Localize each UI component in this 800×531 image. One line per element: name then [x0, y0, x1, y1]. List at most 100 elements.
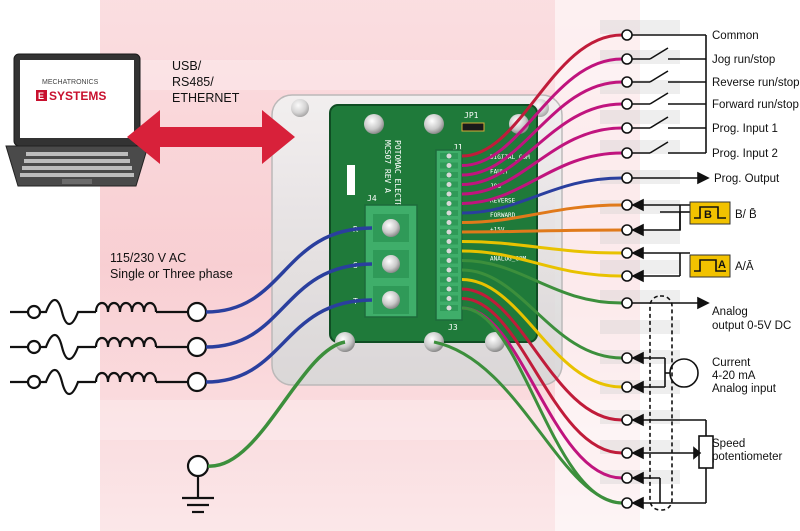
signal-wire: [461, 297, 623, 455]
arrow-right-icon: [697, 296, 710, 310]
signal-wire: [461, 228, 623, 234]
io-terminal-icon: [621, 270, 633, 282]
io-terminal-icon: [621, 147, 633, 159]
screw-icon: [364, 114, 384, 134]
signal-wire: [461, 259, 623, 305]
inductor-icon: [94, 371, 158, 383]
screw-icon: [424, 114, 444, 134]
io-terminal-icon: [621, 29, 633, 41]
label-analog-out-2: output 0-5V DC: [712, 320, 791, 332]
inductor-icon: [94, 301, 158, 313]
switch-icon: [632, 47, 706, 60]
terminal-pin-screw: [446, 182, 452, 187]
arrow-right-icon: [693, 446, 702, 460]
encoder-a-chip: A: [689, 254, 731, 278]
terminal-pin-screw: [446, 191, 452, 197]
signal-wire: [461, 240, 623, 255]
signal-wire: [461, 126, 623, 196]
laptop-brand-bottom: SYSTEMS: [49, 89, 106, 103]
signal-wire: [461, 33, 623, 158]
pin-label: REVERSE: [490, 198, 516, 205]
io-terminal-icon: [621, 497, 633, 509]
signal-wire: [461, 203, 623, 224]
terminal-screw-icon: [382, 255, 400, 273]
terminal-pin-screw: [446, 248, 452, 254]
svg-text:E: E: [38, 91, 44, 101]
io-terminals: [621, 29, 633, 509]
io-terminal-icon: [621, 247, 633, 259]
inductor-icon: [94, 336, 158, 348]
j4-id: J4: [367, 194, 377, 203]
terminal-pin-screw: [446, 210, 452, 216]
pin-label: FORWARD: [490, 212, 516, 219]
io-terminal-icon: [621, 172, 633, 184]
arrow-right-icon: [697, 171, 710, 185]
power-line1: 115/230 V AC: [110, 251, 186, 265]
label-current-1: Current: [712, 357, 751, 369]
switch-icon: [632, 92, 706, 105]
potentiometer-icon: [698, 435, 714, 469]
arrow-left-icon: [631, 351, 644, 365]
arrow-left-icon: [631, 269, 644, 283]
terminal-pin-screw: [446, 153, 452, 159]
ac-inputs: [10, 298, 208, 396]
shield-wire: [433, 340, 623, 505]
label-b: B/ B̄: [735, 208, 757, 221]
current-source-icon: [669, 358, 699, 388]
terminal-pin-screw: [446, 220, 452, 225]
label-current-2: 4-20 mA: [712, 370, 756, 382]
arrow-left-icon: [631, 223, 644, 237]
signal-wire: [461, 151, 623, 205]
terminal-pin-screw: [446, 305, 452, 311]
io-terminal-icon: [621, 53, 633, 65]
terminal-screw-icon: [382, 291, 400, 309]
pin-label: FAULT: [490, 169, 508, 176]
terminal-pin-screw: [446, 286, 452, 292]
terminal-pin-screw: [446, 239, 452, 244]
terminal-pin-screw: [446, 201, 452, 206]
label-common: Common: [712, 30, 759, 42]
io-terminal-icon: [621, 297, 633, 309]
keyboard-icon: [20, 152, 134, 177]
arrow-left-icon: [631, 496, 644, 510]
terminal-pin-screw: [446, 163, 452, 168]
io-terminal-icon: [621, 224, 633, 236]
conn-line3: ETHERNET: [172, 91, 240, 105]
label-current-3: Analog input: [712, 383, 777, 395]
io-terminal-icon: [621, 447, 633, 459]
switch-icon: [632, 141, 706, 154]
power-wire: [205, 298, 373, 384]
io-terminal-icon: [621, 352, 633, 364]
io-terminal-icon: [621, 381, 633, 393]
pcb-board: JP1 POTOMAC ELECTRIC MCS07 REV A J1 J3 J…: [329, 104, 538, 352]
label-speed-1: Speed: [712, 438, 745, 450]
switch-icon: [632, 116, 706, 129]
power-terminal-j4: R S T: [353, 204, 418, 318]
conn-line2: RS485/: [172, 75, 214, 89]
board-line2: MCS07 REV A: [383, 140, 392, 193]
fuse-icon: [40, 298, 96, 326]
signal-wire: [461, 80, 623, 177]
signal-wire: [461, 278, 623, 389]
brand-logo-icon: [36, 90, 47, 101]
signal-wire: [461, 249, 623, 278]
encoder-b-chip: B: [689, 201, 731, 225]
cable-shield-icon: [649, 295, 673, 511]
terminal-pin-screw: [446, 296, 452, 301]
power-wire: [205, 226, 373, 314]
signal-wire: [461, 57, 623, 167]
terminal-pin-screw: [446, 267, 452, 273]
terminal-pin-screw: [446, 229, 452, 235]
label-reverse: Reverse run/stop: [712, 77, 800, 89]
arrow-left-icon: [631, 413, 644, 427]
board-part: J1: [453, 143, 463, 152]
power-wire: [205, 262, 373, 349]
arrow-left-icon: [631, 198, 644, 212]
arrow-left-icon: [631, 246, 644, 260]
io-terminal-icon: [621, 414, 633, 426]
label-prog2: Prog. Input 2: [712, 148, 778, 160]
io-terminal-icon: [621, 122, 633, 134]
fuse-icon: [40, 368, 96, 396]
signal-wire: [461, 176, 623, 215]
